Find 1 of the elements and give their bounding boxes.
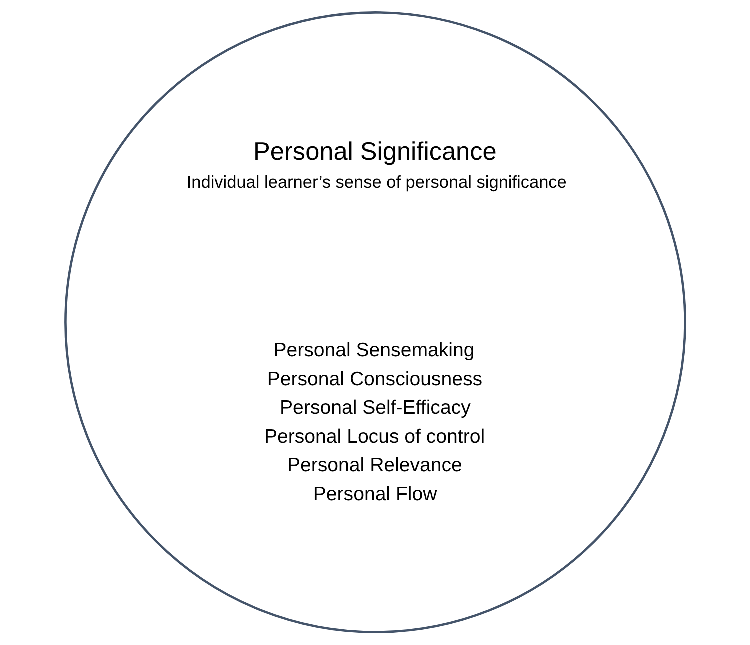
node-circle: Personal Significance Individual learner’s sense of personal significance Personal Sensemaking Personal Consciousness Personal Self-Efficacy Personal Locus of control Personal Relevance Personal Flow <box>64 12 686 634</box>
